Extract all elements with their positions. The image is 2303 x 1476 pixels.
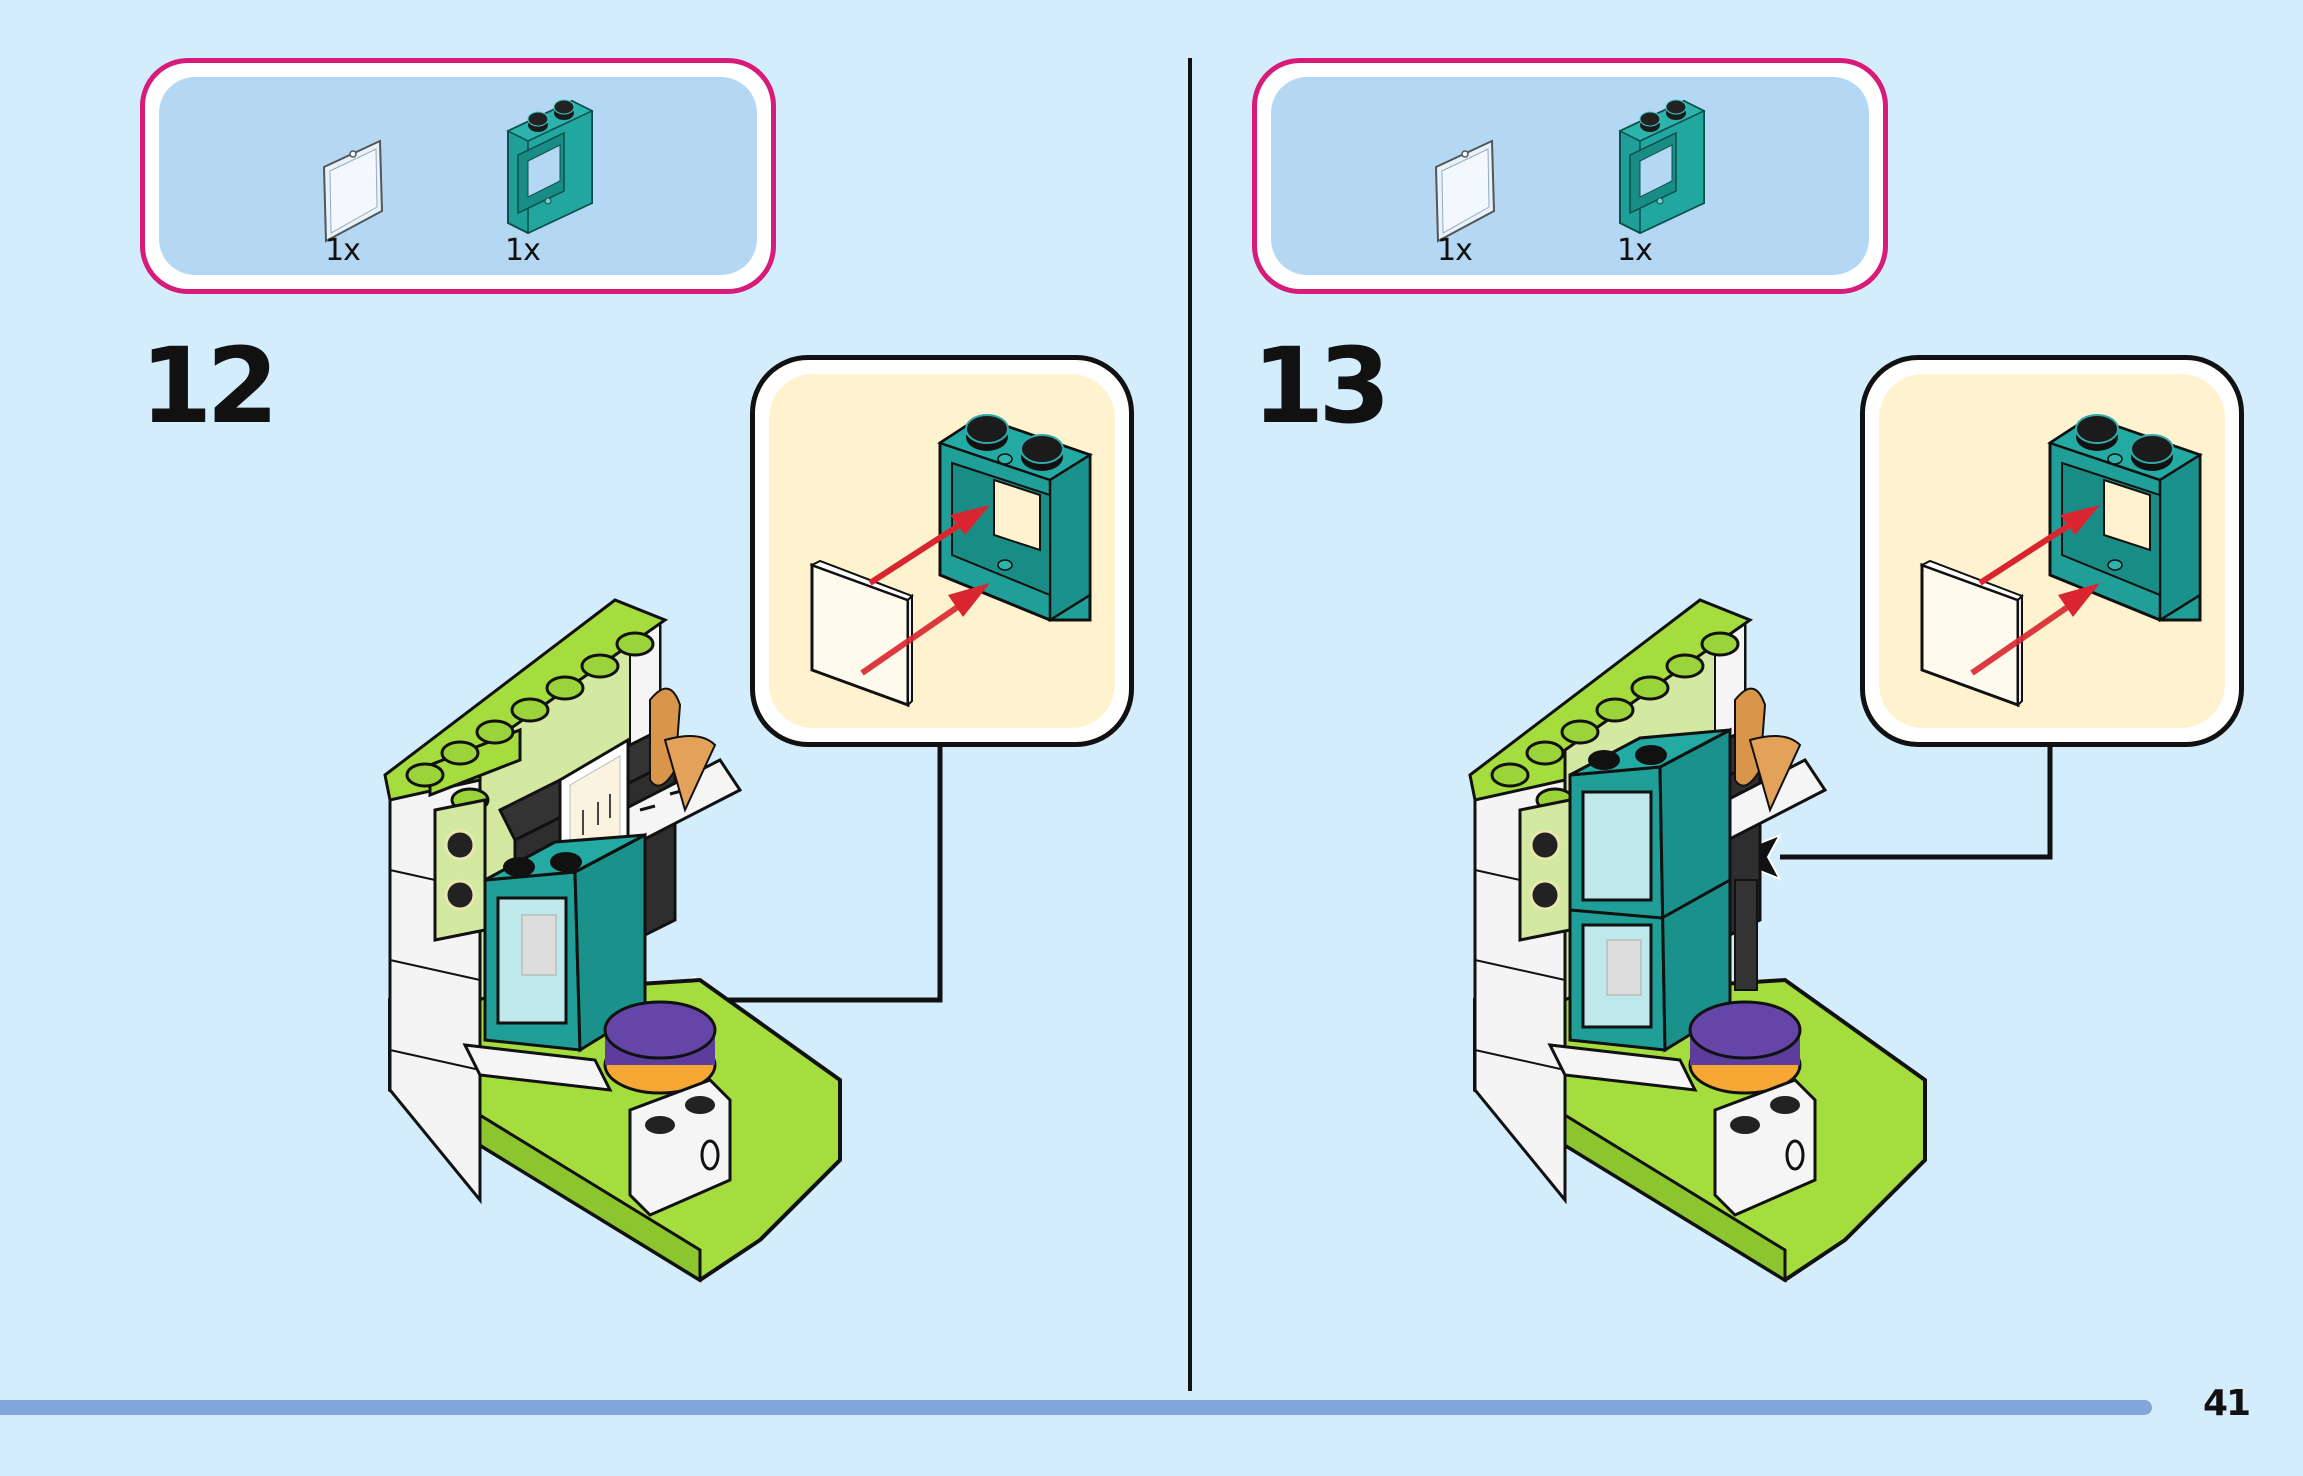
step-number: 13 [1252, 325, 1391, 447]
parts-list-step-13: 1x 1x [1252, 58, 1888, 294]
parts-list-step-12: 1x 1x [140, 58, 776, 294]
part-qty: 1x [325, 233, 361, 268]
insert-arrow-icon [1970, 505, 2100, 676]
callout-illustration [809, 414, 1093, 708]
model-illustration-step-13 [1468, 598, 1927, 1283]
part-qty: 1x [505, 233, 541, 268]
window-frame-icon [506, 99, 594, 235]
window-frame-icon [1618, 99, 1706, 235]
part-qty: 1x [1437, 233, 1473, 268]
glass-pane-icon [322, 139, 384, 243]
window-frame-icon [937, 414, 1093, 623]
step-divider [1188, 58, 1192, 1391]
glass-pane-icon [809, 559, 914, 708]
page-number: 41 [2203, 1383, 2251, 1424]
glass-pane-icon [1434, 139, 1496, 243]
parts-list-inner [159, 77, 757, 275]
page-progress-bar [0, 1400, 2152, 1415]
callout-illustration [1919, 414, 2203, 708]
window-frame-icon [2047, 414, 2203, 623]
parts-list-inner [1271, 77, 1869, 275]
glass-pane-icon [1919, 559, 2024, 708]
model-illustration-step-12 [383, 598, 842, 1283]
insert-arrow-icon [860, 505, 990, 676]
step-number: 12 [140, 325, 279, 447]
part-qty: 1x [1617, 233, 1653, 268]
